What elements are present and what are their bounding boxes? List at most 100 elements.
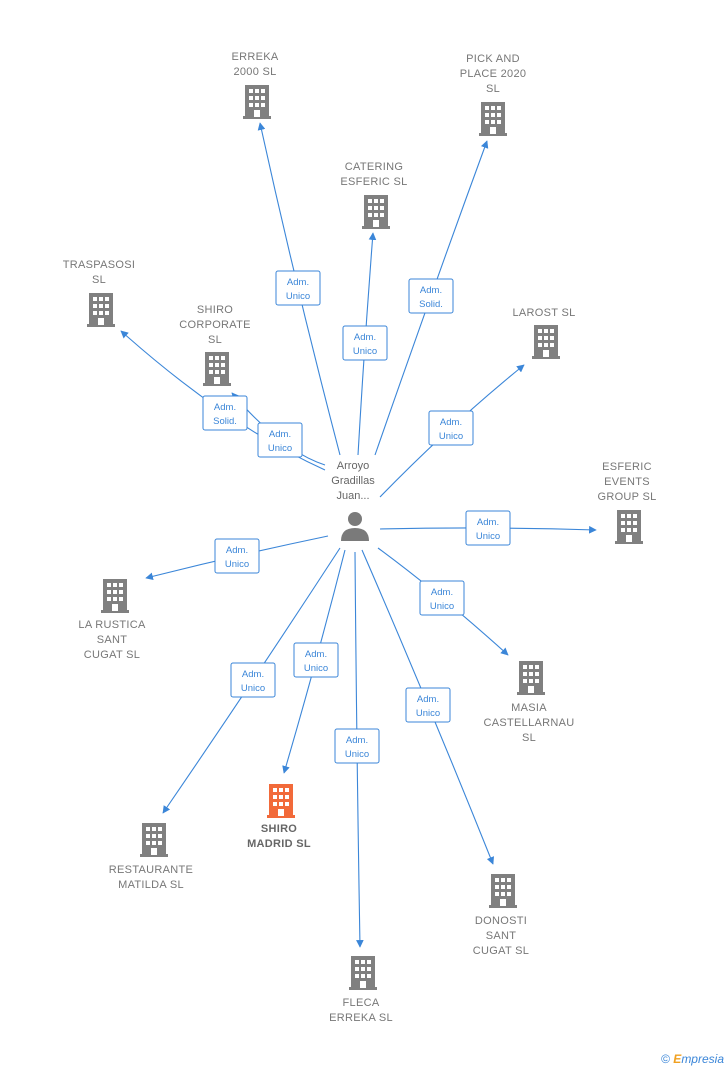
center-name-line-3: Juan... (336, 490, 369, 502)
company-name-line: ESFERIC (602, 461, 652, 473)
brand-name: mpresia (681, 1052, 724, 1066)
footer-brand: © Empresia (661, 1052, 724, 1066)
edge-label-box (334, 728, 380, 764)
company-name-line: TRASPASOSI (63, 259, 135, 271)
company-name-line: SL (522, 732, 536, 744)
edge-labels-layer: Adm.UnicoAdm.Solid.Adm.UnicoAdm.Solid.Ad… (202, 270, 511, 764)
edge-label-line: Adm. (440, 417, 462, 428)
edge-label-box (342, 325, 388, 361)
building-icon (349, 956, 377, 990)
edge-label-line: Adm. (242, 669, 264, 680)
edge-label-catering[interactable]: Adm. Unico (342, 325, 388, 361)
edge-label-line: Solid. (419, 299, 443, 310)
edge-label-box (230, 662, 276, 698)
person-icon (341, 512, 369, 541)
brand-initial: E (673, 1052, 682, 1066)
building-icon (243, 85, 271, 119)
edge-label-erreka2000[interactable]: Adm. Unico (275, 270, 321, 306)
edge-label-pickplace[interactable]: Adm. Solid. (408, 278, 454, 314)
building-icon (517, 661, 545, 695)
company-name-line: PLACE 2020 (460, 68, 527, 80)
company-node-larost[interactable]: LAROST SL (512, 307, 575, 359)
edge-label-shiromadrid[interactable]: Adm. Unico (293, 642, 339, 678)
edge-label-traspasosi[interactable]: Adm.Solid. (202, 395, 248, 431)
edge-label-line: Adm. (354, 332, 376, 343)
edge-label-box (428, 410, 474, 446)
edge-label-box (408, 278, 454, 314)
company-name-line: PICK AND (466, 53, 520, 65)
edge-label-line: Unico (286, 291, 310, 302)
edge-label-box (214, 538, 260, 574)
company-name-line: MASIA (511, 702, 547, 714)
center-name-line-1: Arroyo (337, 460, 369, 472)
company-name-line: SANT (486, 930, 517, 942)
edge-label-donosti[interactable]: Adm. Unico (405, 687, 451, 723)
edge-label-line: Adm. (214, 402, 236, 413)
edge-label-line: Unico (439, 431, 463, 442)
building-icon (532, 325, 560, 359)
building-icon (87, 293, 115, 327)
edge-label-line: Adm. (417, 694, 439, 705)
company-node-catering[interactable]: CATERING ESFERIC SL (340, 161, 407, 229)
edge-label-masia[interactable]: Adm. Unico (419, 580, 465, 616)
edge-label-line: Adm. (431, 587, 453, 598)
edge-label-line: Unico (416, 708, 440, 719)
edge-label-line: Adm. (346, 735, 368, 746)
building-icon (267, 784, 295, 818)
edge-label-line: Unico (430, 601, 454, 612)
edge-label-line: Adm. (305, 649, 327, 660)
edge-label-esferic[interactable]: Adm.Unico (465, 510, 511, 546)
building-icon (101, 579, 129, 613)
edge-label-shirocorp[interactable]: Adm. Unico (257, 422, 303, 458)
edge-label-line: Unico (304, 663, 328, 674)
edge-label-box (275, 270, 321, 306)
edge-label-restaurante[interactable]: Adm. Unico (230, 662, 276, 698)
center-person-node[interactable]: Arroyo Gradillas Juan... (331, 460, 375, 541)
edge-label-line: Unico (268, 443, 292, 454)
edge-label-fleca[interactable]: Adm. Unico (334, 728, 380, 764)
building-icon (489, 874, 517, 908)
edge-label-larustica[interactable]: Adm. Unico (214, 538, 260, 574)
company-name-line: SL (486, 83, 500, 95)
edge-label-line: Adm. (287, 277, 309, 288)
company-name-line: DONOSTI (475, 915, 527, 927)
edge-label-line: Unico (476, 531, 500, 542)
edge-label-line: Unico (345, 749, 369, 760)
company-name-line: MADRID SL (247, 838, 311, 850)
edge-label-line: Adm. (420, 285, 442, 296)
company-name-line: ERREKA (231, 51, 278, 63)
edge-label-box (405, 687, 451, 723)
company-name-line: CORPORATE (179, 319, 251, 331)
building-icon (479, 102, 507, 136)
company-name-line: SHIRO (197, 304, 233, 316)
company-name-line: ESFERIC SL (340, 176, 407, 188)
edge-label-larost[interactable]: Adm. Unico (428, 410, 474, 446)
company-name-line: SANT (97, 634, 128, 646)
edge-label-box (257, 422, 303, 458)
edge-label-line: Adm. (269, 429, 291, 440)
company-name-line: CATERING (345, 161, 403, 173)
company-name-line: EVENTS (604, 476, 650, 488)
building-icon (615, 510, 643, 544)
edge-label-line: Adm. (226, 545, 248, 556)
copyright-symbol: © (661, 1052, 670, 1066)
edge-label-line: Unico (241, 683, 265, 694)
edge-label-line: Unico (225, 559, 249, 570)
edge-label-box (419, 580, 465, 616)
edge-label-line: Unico (353, 346, 377, 357)
building-icon (362, 195, 390, 229)
company-name-line: LAROST SL (512, 307, 575, 319)
edge-label-box (465, 510, 511, 546)
